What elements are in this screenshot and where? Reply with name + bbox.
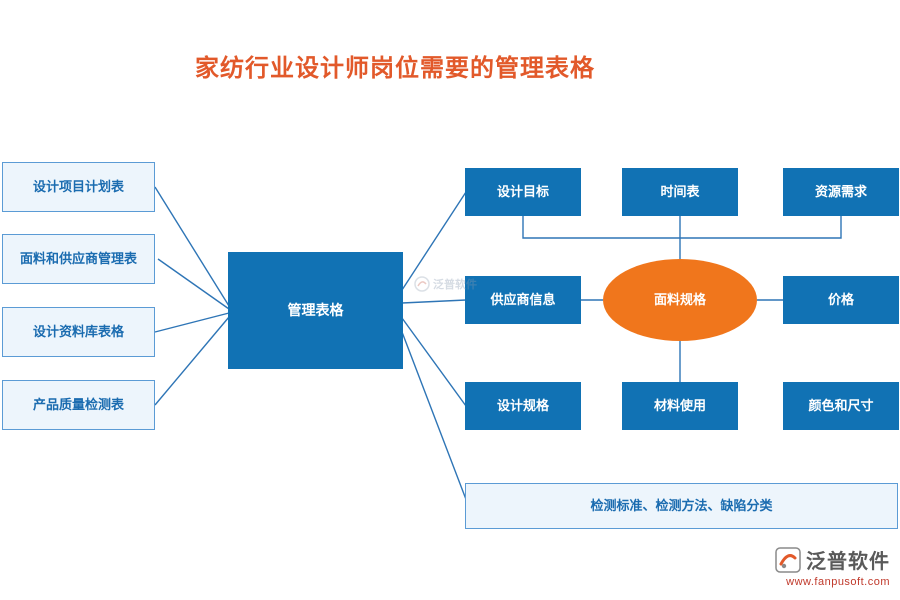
fanpu-logo-icon xyxy=(775,546,801,573)
footer-brand-name: 泛普软件 xyxy=(806,551,890,573)
node-timetable: 时间表 xyxy=(622,168,738,216)
node-fabric-specification: 面料规格 xyxy=(603,259,757,341)
node-label: 材料使用 xyxy=(653,398,706,414)
node-management-forms: 管理表格 xyxy=(228,252,403,369)
node-label: 面料规格 xyxy=(653,292,706,308)
footer-url: www.fanpusoft.com xyxy=(786,576,890,588)
node-label: 设计规格 xyxy=(496,398,549,414)
node-design-project-plan: 设计项目计划表 xyxy=(2,162,155,212)
node-inspection-standards: 检测标准、检测方法、缺陷分类 xyxy=(465,483,898,529)
node-supplier-info: 供应商信息 xyxy=(465,276,581,324)
node-design-goal: 设计目标 xyxy=(465,168,581,216)
node-product-quality-inspection: 产品质量检测表 xyxy=(2,380,155,430)
node-label: 价格 xyxy=(827,292,854,308)
page-title: 家纺行业设计师岗位需要的管理表格 xyxy=(195,56,595,82)
node-label: 管理表格 xyxy=(287,302,344,319)
node-design-library: 设计资料库表格 xyxy=(2,307,155,357)
node-color-and-size: 颜色和尺寸 xyxy=(783,382,899,430)
node-label: 时间表 xyxy=(660,184,700,200)
node-label: 产品质量检测表 xyxy=(32,397,124,413)
node-material-usage: 材料使用 xyxy=(622,382,738,430)
node-label: 设计目标 xyxy=(496,184,549,200)
node-label: 供应商信息 xyxy=(490,292,556,308)
node-label: 检测标准、检测方法、缺陷分类 xyxy=(590,498,773,514)
node-label: 设计资料库表格 xyxy=(32,324,124,340)
node-label: 资源需求 xyxy=(814,184,867,200)
node-fabric-supplier-management: 面料和供应商管理表 xyxy=(2,234,155,284)
node-label: 颜色和尺寸 xyxy=(808,398,874,414)
node-label: 面料和供应商管理表 xyxy=(19,251,137,267)
node-label: 设计项目计划表 xyxy=(32,179,124,195)
node-design-specification: 设计规格 xyxy=(465,382,581,430)
footer-brand: 泛普软件 www.fanpusoft.com xyxy=(690,545,890,588)
node-resource-demand: 资源需求 xyxy=(783,168,899,216)
node-price: 价格 xyxy=(783,276,899,324)
